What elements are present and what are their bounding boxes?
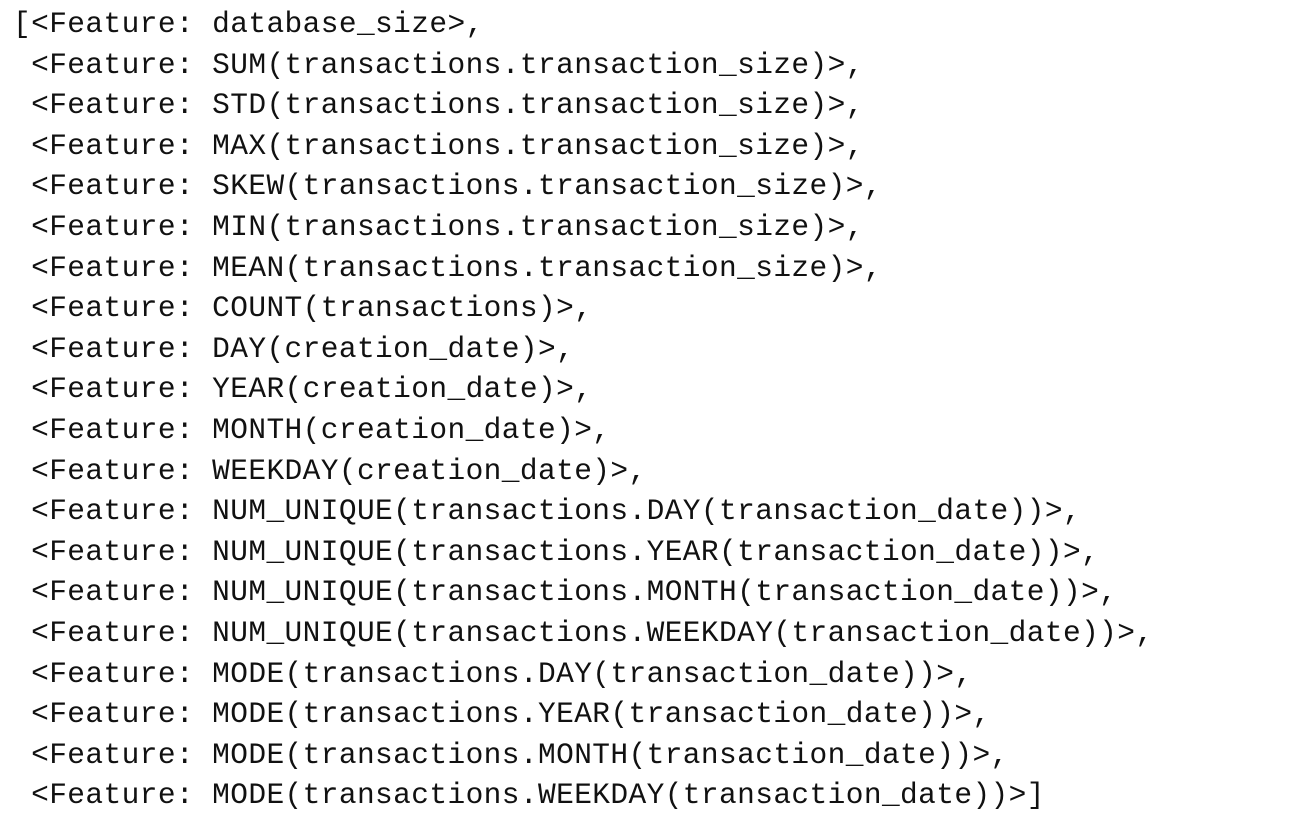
output-line: <Feature: MAX(transactions.transaction_s…: [13, 128, 864, 163]
output-line: [<Feature: database_size>,: [13, 7, 484, 41]
output-line: <Feature: SUM(transactions.transaction_s…: [13, 47, 864, 82]
output-line: <Feature: MONTH(creation_date)>,: [13, 412, 611, 447]
output-line: <Feature: MODE(transactions.YEAR(transac…: [13, 697, 991, 732]
output-line: <Feature: YEAR(creation_date)>,: [13, 372, 593, 407]
output-line: <Feature: WEEKDAY(creation_date)>,: [13, 453, 647, 488]
code-output: [<Feature: database_size>, <Feature: SUM…: [13, 4, 1303, 830]
output-line: <Feature: NUM_UNIQUE(transactions.WEEKDA…: [13, 615, 1154, 650]
output-line: <Feature: MODE(transactions.DAY(transact…: [13, 656, 973, 691]
output-line: <Feature: COUNT(transactions)>,: [13, 291, 593, 326]
output-line: <Feature: MODE(transactions.WEEKDAY(tran…: [13, 778, 1045, 813]
output-line: <Feature: DAY(creation_date)>,: [13, 331, 575, 366]
output-line: <Feature: NUM_UNIQUE(transactions.DAY(tr…: [13, 494, 1082, 529]
output-line: <Feature: SKEW(transactions.transaction_…: [13, 169, 882, 204]
output-line: <Feature: NUM_UNIQUE(transactions.YEAR(t…: [13, 534, 1100, 569]
output-line: <Feature: MIN(transactions.transaction_s…: [13, 209, 864, 244]
output-line: <Feature: MEAN(transactions.transaction_…: [13, 250, 882, 285]
output-line: <Feature: STD(transactions.transaction_s…: [13, 88, 864, 123]
output-line: <Feature: MODE(transactions.MONTH(transa…: [13, 737, 1009, 772]
output-line: <Feature: NUM_UNIQUE(transactions.MONTH(…: [13, 575, 1118, 610]
